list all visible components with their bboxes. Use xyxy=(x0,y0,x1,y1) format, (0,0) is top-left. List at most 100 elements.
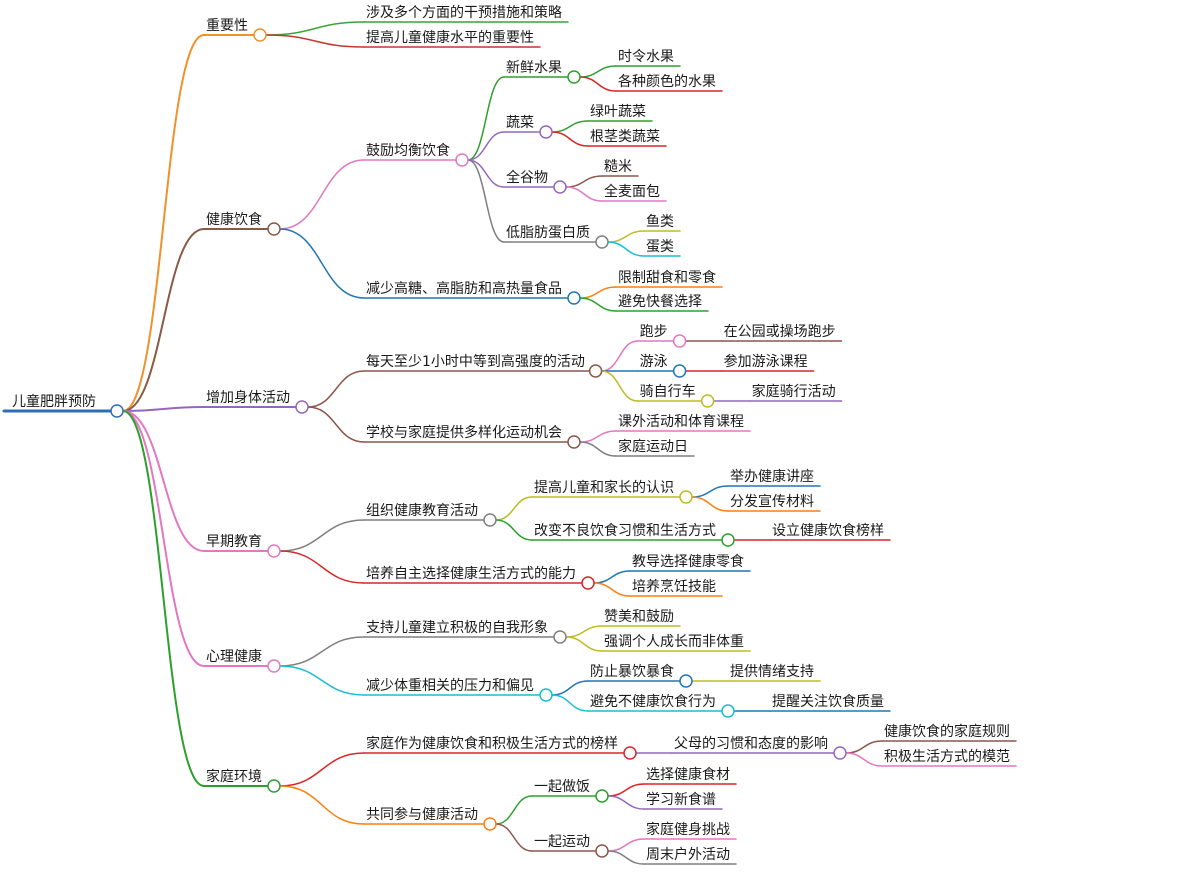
node-全谷物[interactable]: 全谷物 xyxy=(503,169,567,194)
node-toggle-circle[interactable] xyxy=(539,688,553,702)
node-toggle-circle[interactable] xyxy=(581,576,595,590)
node-toggle-circle[interactable] xyxy=(672,364,687,378)
node-在公园或操场跑步[interactable]: 在公园或操场跑步 xyxy=(720,324,843,342)
node-健康饮食的家庭规则[interactable]: 健康饮食的家庭规则 xyxy=(881,723,1017,742)
node-toggle-circle[interactable] xyxy=(595,789,609,803)
node-提供情绪支持[interactable]: 提供情绪支持 xyxy=(727,664,821,682)
node-家庭运动日[interactable]: 家庭运动日 xyxy=(615,438,695,457)
node-骑自行车[interactable]: 骑自行车 xyxy=(636,383,715,408)
node-限制甜食和零食[interactable]: 限制甜食和零食 xyxy=(615,269,723,288)
node-低脂肪蛋白质[interactable]: 低脂肪蛋白质 xyxy=(503,225,609,249)
node-根茎类蔬菜[interactable]: 根茎类蔬菜 xyxy=(587,129,667,147)
node-toggle-circle[interactable] xyxy=(295,400,309,414)
node-toggle-circle[interactable] xyxy=(455,153,469,167)
node-提高儿童和家长的认识[interactable]: 提高儿童和家长的认识 xyxy=(531,479,693,504)
node-家庭骑行活动[interactable]: 家庭骑行活动 xyxy=(748,383,843,402)
node-早期教育[interactable]: 早期教育 xyxy=(203,534,281,558)
root-node[interactable]: 儿童肥胖预防 xyxy=(2,393,124,418)
node-toggle-circle[interactable] xyxy=(679,674,693,688)
node-toggle-circle[interactable] xyxy=(267,659,281,673)
node-全麦面包[interactable]: 全麦面包 xyxy=(601,183,667,202)
node-toggle-circle[interactable] xyxy=(833,746,847,760)
node-家庭作为健康饮食和积极生活方式的榜样[interactable]: 家庭作为健康饮食和积极生活方式的榜样 xyxy=(363,735,637,760)
node-toggle-circle[interactable] xyxy=(595,844,609,858)
node-toggle-circle[interactable] xyxy=(567,70,581,84)
node-各种颜色的水果[interactable]: 各种颜色的水果 xyxy=(615,73,723,92)
node-家庭环境[interactable]: 家庭环境 xyxy=(203,768,281,793)
node-toggle-circle[interactable] xyxy=(483,817,497,831)
node-绿叶蔬菜[interactable]: 绿叶蔬菜 xyxy=(587,104,653,122)
node-toggle-circle[interactable] xyxy=(623,746,637,760)
node-toggle-circle[interactable] xyxy=(679,490,693,504)
node-label: 跑步 xyxy=(640,324,668,340)
node-举办健康讲座[interactable]: 举办健康讲座 xyxy=(727,468,821,487)
node-教导选择健康零食[interactable]: 教导选择健康零食 xyxy=(629,553,751,572)
node-toggle-circle[interactable] xyxy=(567,291,581,305)
node-鱼类[interactable]: 鱼类 xyxy=(643,213,681,232)
node-toggle-circle[interactable] xyxy=(539,125,553,139)
node-toggle-circle[interactable] xyxy=(588,364,603,378)
node-增加身体活动[interactable]: 增加身体活动 xyxy=(203,390,309,414)
node-一起做饭[interactable]: 一起做饭 xyxy=(531,779,609,803)
node-toggle-circle[interactable] xyxy=(553,630,567,644)
node-赞美和鼓励[interactable]: 赞美和鼓励 xyxy=(601,609,681,627)
node-新鲜水果[interactable]: 新鲜水果 xyxy=(503,60,581,84)
node-toggle-circle[interactable] xyxy=(267,222,281,236)
node-toggle-circle[interactable] xyxy=(721,533,735,547)
node-健康饮食[interactable]: 健康饮食 xyxy=(203,211,281,236)
node-周末户外活动[interactable]: 周末户外活动 xyxy=(643,846,737,865)
node-避免不健康饮食行为[interactable]: 避免不健康饮食行为 xyxy=(587,693,735,718)
node-改变不良饮食习惯和生活方式[interactable]: 改变不良饮食习惯和生活方式 xyxy=(531,522,735,547)
node-蛋类[interactable]: 蛋类 xyxy=(643,239,681,257)
node-设立健康饮食榜样[interactable]: 设立健康饮食榜样 xyxy=(769,522,891,541)
node-培养烹饪技能[interactable]: 培养烹饪技能 xyxy=(629,578,723,597)
node-组织健康教育活动[interactable]: 组织健康教育活动 xyxy=(363,502,497,527)
node-防止暴饮暴食[interactable]: 防止暴饮暴食 xyxy=(587,663,693,688)
node-心理健康[interactable]: 心理健康 xyxy=(203,648,281,673)
root-toggle-circle[interactable] xyxy=(110,404,124,418)
node-提高儿童健康水平的重要性[interactable]: 提高儿童健康水平的重要性 xyxy=(363,29,541,48)
node-跑步[interactable]: 跑步 xyxy=(636,324,687,348)
node-涉及多个方面的干预措施和策略[interactable]: 涉及多个方面的干预措施和策略 xyxy=(363,4,569,23)
node-toggle-circle[interactable] xyxy=(483,513,497,527)
node-选择健康食材[interactable]: 选择健康食材 xyxy=(643,766,737,785)
node-toggle-circle[interactable] xyxy=(567,435,581,449)
node-toggle-circle[interactable] xyxy=(721,704,735,718)
node-toggle-circle[interactable] xyxy=(253,28,267,42)
node-参加游泳课程[interactable]: 参加游泳课程 xyxy=(720,353,815,372)
node-培养自主选择健康生活方式的能力[interactable]: 培养自主选择健康生活方式的能力 xyxy=(363,565,595,590)
node-共同参与健康活动[interactable]: 共同参与健康活动 xyxy=(363,806,497,831)
node-toggle-circle[interactable] xyxy=(672,334,687,348)
node-重要性[interactable]: 重要性 xyxy=(203,18,267,42)
node-toggle-circle[interactable] xyxy=(267,779,281,793)
node-toggle-circle[interactable] xyxy=(595,235,609,249)
node-父母的习惯和态度的影响[interactable]: 父母的习惯和态度的影响 xyxy=(671,735,847,760)
node-一起运动[interactable]: 一起运动 xyxy=(531,834,609,858)
node-toggle-circle[interactable] xyxy=(700,394,715,408)
node-每天至少1小时中等到高强度的活动[interactable]: 每天至少1小时中等到高强度的活动 xyxy=(363,353,603,378)
node-时令水果[interactable]: 时令水果 xyxy=(615,49,681,67)
node-学习新食谱[interactable]: 学习新食谱 xyxy=(643,791,723,810)
node-避免快餐选择[interactable]: 避免快餐选择 xyxy=(615,294,709,312)
node-提醒关注饮食质量[interactable]: 提醒关注饮食质量 xyxy=(769,693,891,712)
node-学校与家庭提供多样化运动机会[interactable]: 学校与家庭提供多样化运动机会 xyxy=(363,424,581,449)
node-分发宣传材料[interactable]: 分发宣传材料 xyxy=(727,494,821,512)
node-蔬菜[interactable]: 蔬菜 xyxy=(503,115,553,139)
node-家庭健身挑战[interactable]: 家庭健身挑战 xyxy=(643,821,737,840)
node-减少高糖-高脂肪和高热量食品[interactable]: 减少高糖、高脂肪和高热量食品 xyxy=(363,280,581,305)
node-label: 提高儿童和家长的认识 xyxy=(534,479,674,496)
connector-积极生活方式的模范 xyxy=(845,752,883,767)
node-游泳[interactable]: 游泳 xyxy=(636,354,687,378)
node-toggle-circle[interactable] xyxy=(267,544,281,558)
node-label: 重要性 xyxy=(206,18,248,34)
node-糙米[interactable]: 糙米 xyxy=(601,159,639,177)
node-label: 鼓励均衡饮食 xyxy=(366,142,450,159)
node-课外活动和体育课程[interactable]: 课外活动和体育课程 xyxy=(615,414,751,432)
node-积极生活方式的模范[interactable]: 积极生活方式的模范 xyxy=(881,748,1017,767)
node-减少体重相关的压力和偏见[interactable]: 减少体重相关的压力和偏见 xyxy=(363,678,553,702)
node-强调个人成长而非体重[interactable]: 强调个人成长而非体重 xyxy=(601,634,751,652)
node-鼓励均衡饮食[interactable]: 鼓励均衡饮食 xyxy=(363,142,469,167)
node-toggle-circle[interactable] xyxy=(553,180,567,194)
node-支持儿童建立积极的自我形象[interactable]: 支持儿童建立积极的自我形象 xyxy=(363,619,567,644)
